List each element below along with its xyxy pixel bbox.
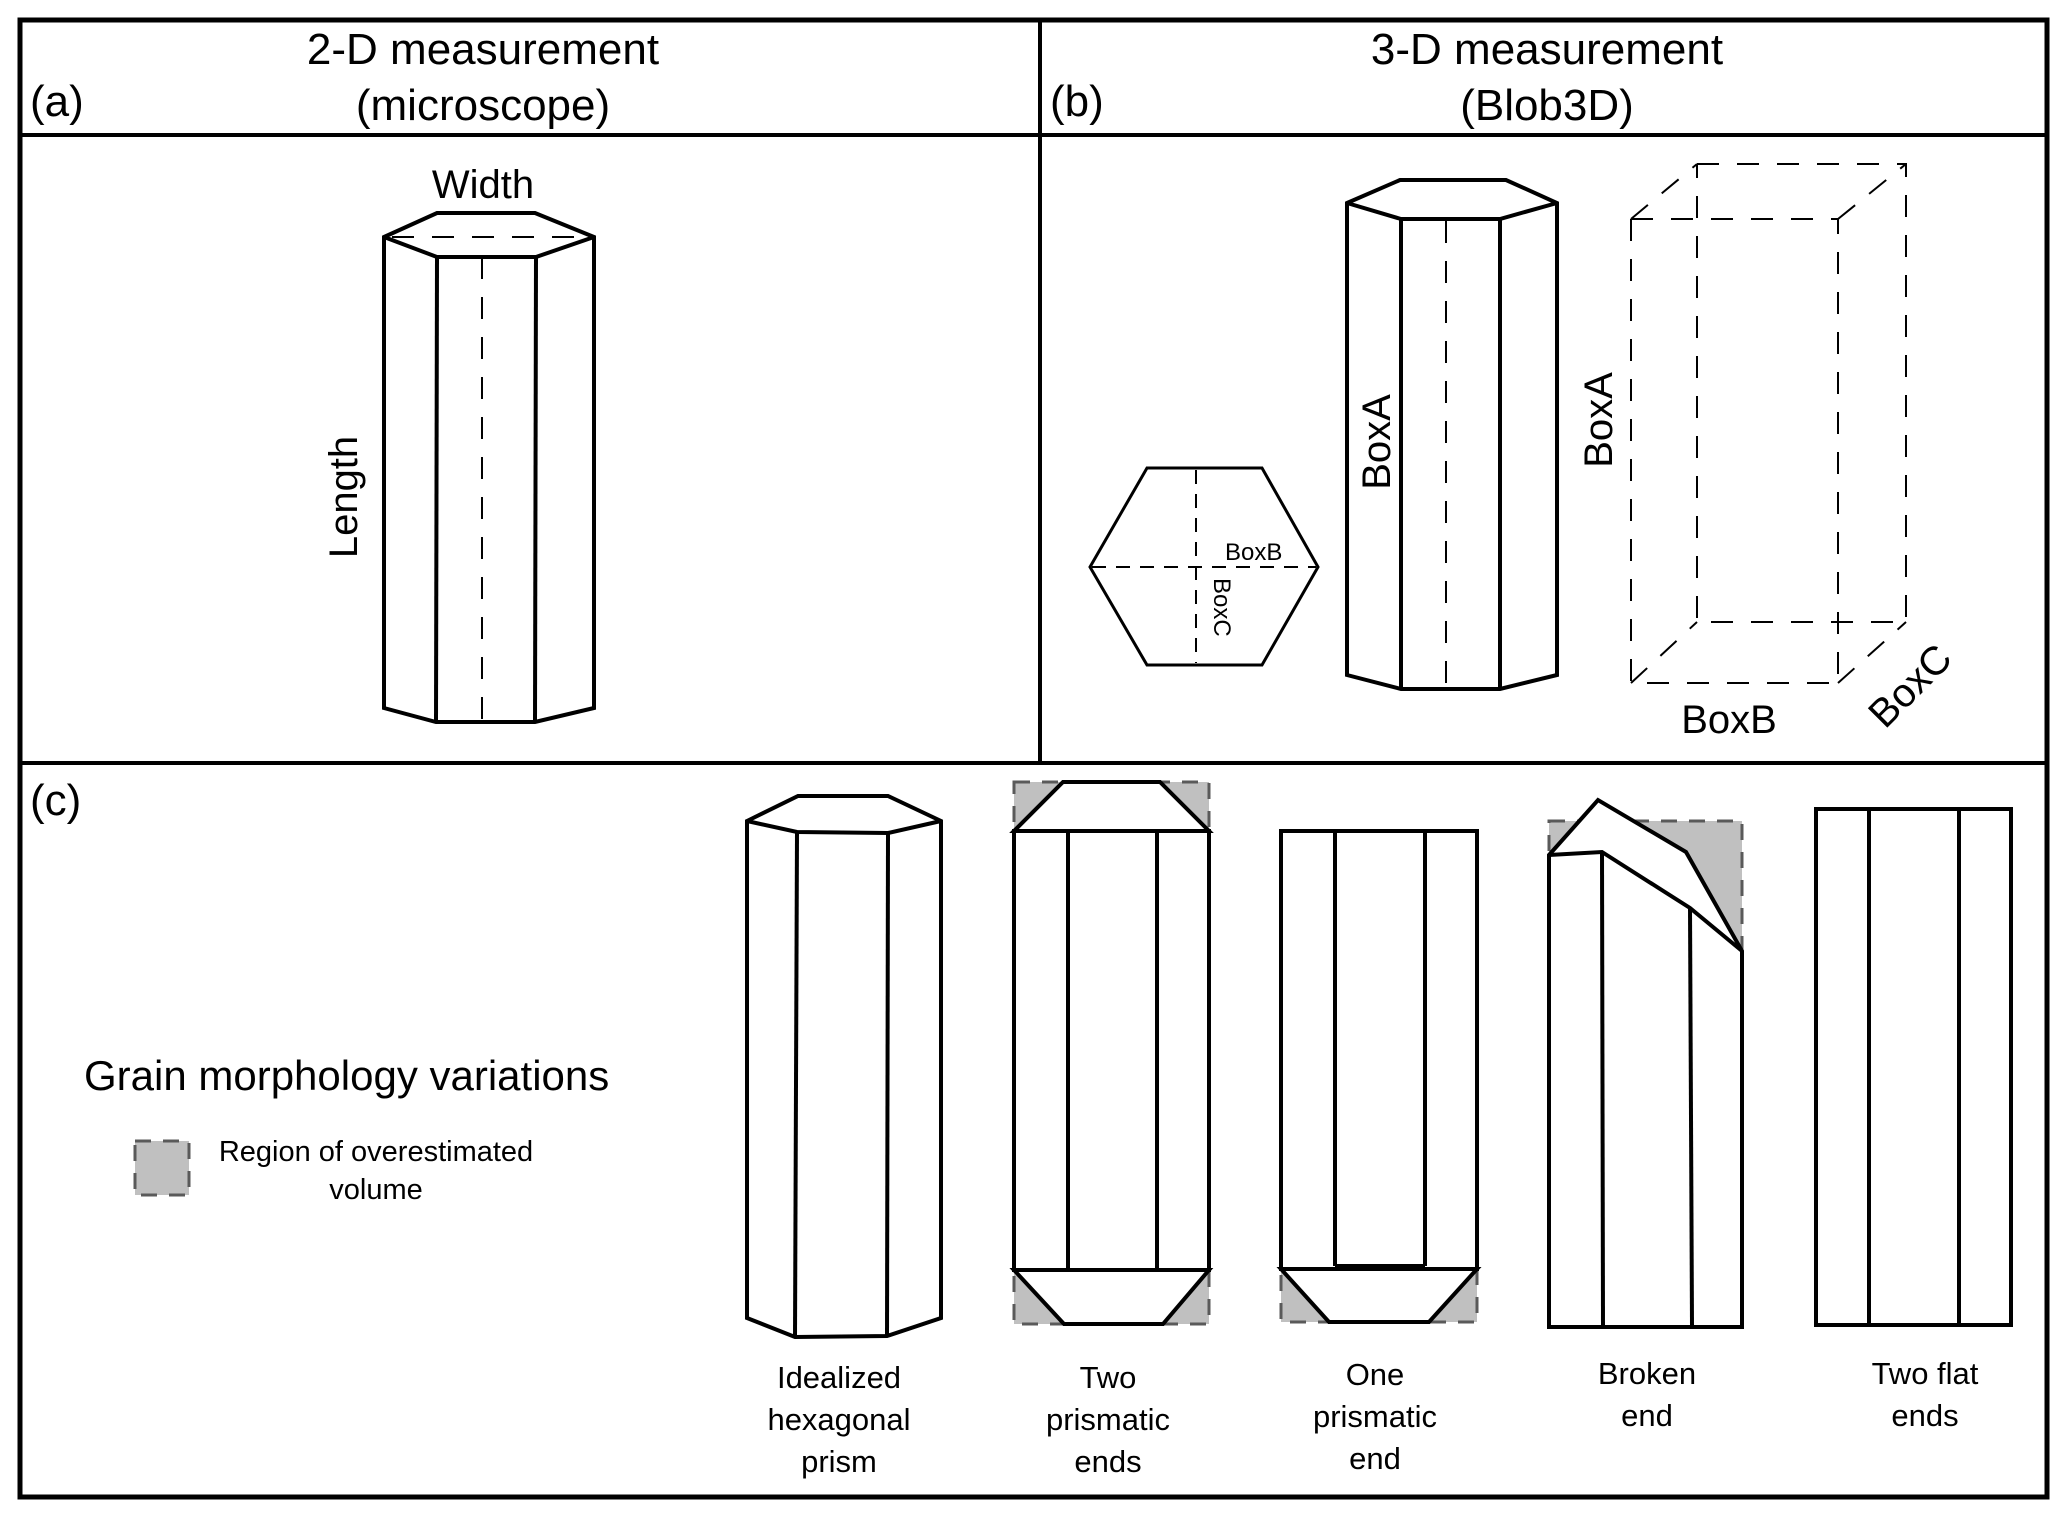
grain-caption: Two prismatic ends bbox=[1046, 1360, 1170, 1479]
panel-c-letter: (c) bbox=[30, 776, 81, 825]
caption-line: Two flat bbox=[1872, 1356, 1979, 1391]
panel-b-hexagonal-prism bbox=[1345, 178, 1559, 691]
panel-b-bounding-box bbox=[1630, 163, 1907, 684]
panel-b-letter: (b) bbox=[1050, 77, 1104, 126]
caption-line: prismatic bbox=[1046, 1402, 1170, 1437]
legend-label-line2: volume bbox=[329, 1174, 423, 1206]
hex-boxb-label: BoxB bbox=[1225, 539, 1282, 566]
legend-label-line1: Region of overestimated bbox=[219, 1136, 533, 1168]
panel-b-title-line1: 3-D measurement bbox=[1371, 25, 1723, 74]
box-boxc-label: BoxC bbox=[1860, 636, 1960, 736]
caption-line: ends bbox=[1074, 1444, 1141, 1479]
caption-line: ends bbox=[1891, 1398, 1958, 1433]
caption-line: Two bbox=[1080, 1360, 1137, 1395]
grain-one-prismatic-end bbox=[1276, 829, 1482, 1324]
grain-idealized-hexagonal-prism bbox=[745, 794, 943, 1340]
legend-swatch bbox=[133, 1139, 191, 1197]
prism-boxa-label: BoxA bbox=[1355, 394, 1399, 490]
panel-b-hexagon-cross-section bbox=[1088, 466, 1320, 667]
caption-line: Idealized bbox=[777, 1360, 901, 1395]
grain-broken-end bbox=[1547, 797, 1744, 1329]
panel-a-title-line2: (microscope) bbox=[356, 81, 610, 130]
panel-a-letter: (a) bbox=[30, 77, 84, 126]
panel-a-header: (a) 2-D measurement (microscope) bbox=[30, 25, 659, 130]
panel-a-title-line1: 2-D measurement bbox=[307, 25, 659, 74]
legend: Region of overestimated volume bbox=[133, 1136, 533, 1206]
caption-line: Broken bbox=[1598, 1356, 1696, 1391]
caption-line: end bbox=[1349, 1441, 1401, 1476]
box-boxb-label: BoxB bbox=[1681, 698, 1777, 742]
width-label: Width bbox=[432, 163, 534, 207]
grain-two-flat-ends bbox=[1814, 807, 2013, 1327]
length-label: Length bbox=[322, 436, 366, 558]
caption-line: prismatic bbox=[1313, 1399, 1437, 1434]
grain-caption: Idealized hexagonal prism bbox=[767, 1360, 910, 1479]
outer-border bbox=[17, 17, 2050, 1500]
panel-b-header: (b) 3-D measurement (Blob3D) bbox=[1050, 25, 1723, 130]
hex-boxc-label: BoxC bbox=[1208, 578, 1235, 637]
grain-caption: Two flat ends bbox=[1872, 1356, 1979, 1433]
panel-c-title: Grain morphology variations bbox=[84, 1052, 609, 1099]
grain-caption: Broken end bbox=[1598, 1356, 1696, 1433]
caption-line: end bbox=[1621, 1398, 1673, 1433]
panel-a-hexagonal-prism bbox=[382, 211, 596, 724]
caption-line: One bbox=[1346, 1357, 1405, 1392]
caption-line: prism bbox=[801, 1444, 877, 1479]
grain-caption: One prismatic end bbox=[1313, 1357, 1437, 1476]
panel-b-title-line2: (Blob3D) bbox=[1460, 81, 1634, 130]
box-boxa-label: BoxA bbox=[1577, 372, 1621, 468]
caption-line: hexagonal bbox=[767, 1402, 910, 1437]
grain-two-prismatic-ends bbox=[1009, 780, 1214, 1326]
